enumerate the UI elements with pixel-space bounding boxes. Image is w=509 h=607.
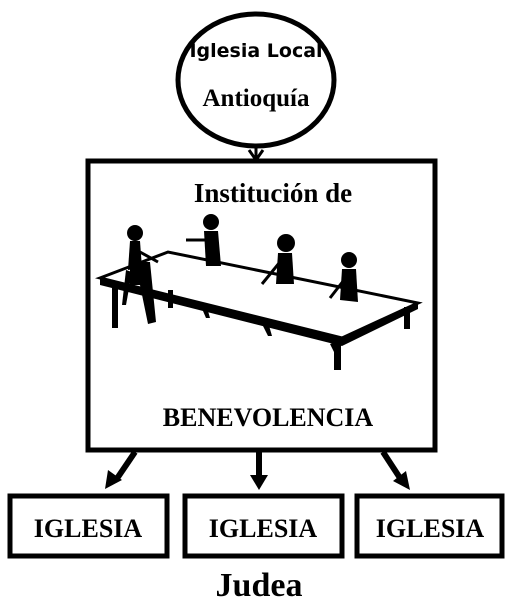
arrow-left <box>113 450 138 482</box>
arrows-to-churches <box>105 450 410 490</box>
table-leg <box>112 284 118 328</box>
church-box <box>7 493 170 559</box>
church-label: IGLESIA <box>376 514 485 543</box>
church-label: IGLESIA <box>209 514 318 543</box>
person-figure <box>186 214 221 318</box>
person-figure <box>122 225 159 324</box>
table-edge <box>100 278 342 346</box>
arrow-down-left-icon <box>105 470 122 489</box>
local-church-ellipse <box>175 11 337 149</box>
person-figure <box>328 252 358 356</box>
region-label: Judea <box>216 567 303 604</box>
committee-table-illustration <box>95 214 423 370</box>
arrow-down-right-icon <box>393 471 410 490</box>
institution-title-bottom: BENEVOLENCIA <box>163 403 374 432</box>
church-node: IGLESIA <box>354 493 505 559</box>
arrow-right <box>380 450 403 480</box>
church-box <box>182 493 345 559</box>
table-leg <box>404 307 410 329</box>
institution-node: Institución de BENEVOLENCIA <box>85 158 438 453</box>
arrow-down-icon <box>250 475 268 490</box>
church-label: IGLESIA <box>34 514 143 543</box>
church-node: IGLESIA <box>182 493 345 559</box>
table-leg <box>334 344 341 370</box>
local-church-line2: Antioquía <box>203 85 310 112</box>
local-church-line1: Iglesia Local <box>189 40 322 62</box>
church-box <box>354 493 505 559</box>
local-church-node: Iglesia Local Antioquía <box>175 11 337 149</box>
institution-title-top: Institución de <box>194 178 352 208</box>
person-figure <box>260 234 295 336</box>
church-node: IGLESIA <box>7 493 170 559</box>
